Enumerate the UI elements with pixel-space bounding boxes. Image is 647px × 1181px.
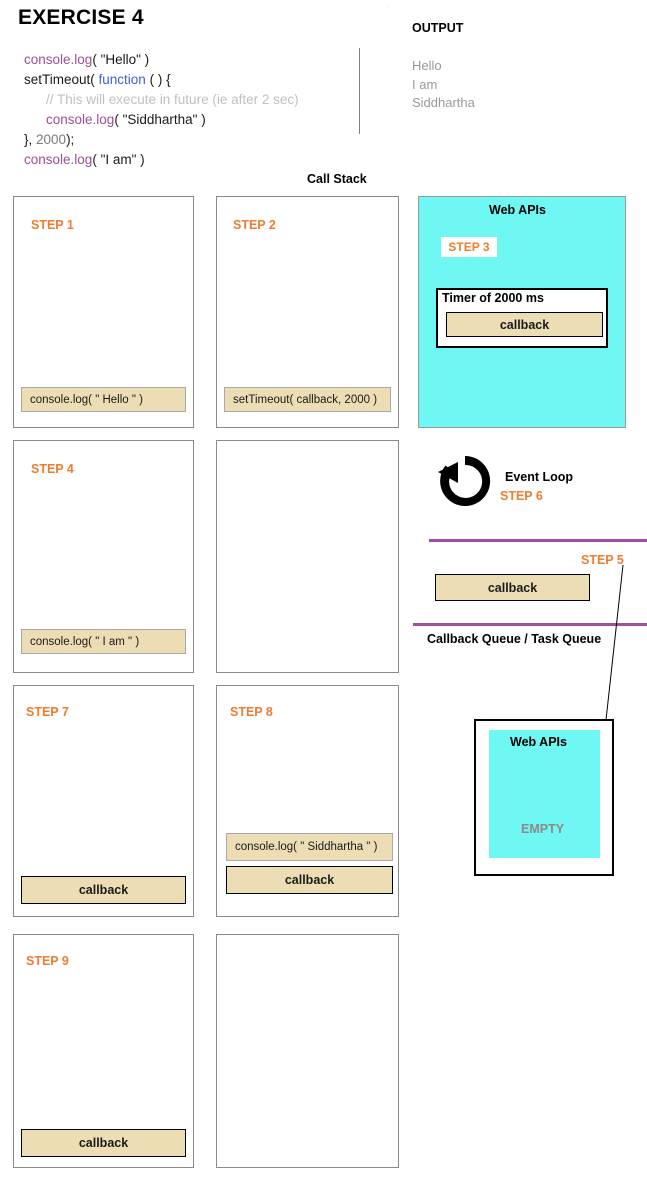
- code-token-comment: // This will execute in future (ie after…: [46, 92, 299, 107]
- code-token-args-3: ( "I am" ): [92, 152, 145, 167]
- code-token-args-2: ( "Siddhartha" ): [114, 112, 206, 127]
- call-stack-box-step-8: STEP 8 console.log( " Siddhartha " ) cal…: [216, 685, 399, 917]
- call-stack-box-step-1: STEP 1 console.log( " Hello " ): [13, 196, 194, 428]
- call-stack-heading: Call Stack: [307, 172, 367, 186]
- code-line-2: setTimeout( function ( ) {: [24, 70, 299, 90]
- stack-frame: console.log( " Siddhartha " ): [226, 833, 393, 861]
- code-token-args: ( "Hello" ): [92, 52, 150, 67]
- code-token-console-2: console: [46, 112, 93, 127]
- output-line: Hello: [412, 58, 442, 73]
- stack-frame: callback: [21, 876, 186, 904]
- call-stack-box-empty-a: [216, 440, 399, 673]
- code-line-3: // This will execute in future (ie after…: [24, 90, 299, 110]
- code-token-log-3: .log: [70, 152, 93, 167]
- web-apis-empty-fill: [489, 730, 600, 858]
- code-line-6: console.log( "I am" ): [24, 150, 299, 170]
- step-label-8: STEP 8: [230, 705, 273, 719]
- call-stack-box-step-9: STEP 9 callback: [13, 934, 194, 1168]
- vertical-divider: [359, 48, 360, 134]
- step-label-9: STEP 9: [26, 954, 69, 968]
- code-token-console: console: [24, 52, 71, 67]
- stack-frame: console.log( " I am " ): [21, 629, 186, 654]
- output-line: I am: [412, 76, 438, 92]
- queue-divider-top: [429, 539, 647, 542]
- stack-frame: console.log( " Hello " ): [21, 387, 186, 412]
- callback-queue-label: Callback Queue / Task Queue: [427, 632, 602, 646]
- queue-callback-item: callback: [435, 574, 590, 601]
- stack-frame: callback: [21, 1129, 186, 1157]
- step-label-4: STEP 4: [31, 462, 74, 476]
- code-token-function: function: [98, 72, 146, 87]
- code-token-semicolon: );: [66, 132, 75, 147]
- call-stack-box-empty-b: [216, 934, 399, 1168]
- output-heading: OUTPUT: [412, 21, 464, 35]
- timer-label: Timer of 2000 ms: [442, 291, 544, 305]
- step-label-2: STEP 2: [233, 218, 276, 232]
- page-title: EXERCISE 4: [18, 6, 144, 29]
- code-token-close: },: [24, 132, 37, 147]
- event-loop-label: Event Loop: [505, 470, 574, 484]
- call-stack-box-step-4: STEP 4 console.log( " I am " ): [13, 440, 194, 673]
- output-line: Siddhartha: [412, 95, 475, 110]
- call-stack-box-step-7: STEP 7 callback: [13, 685, 194, 917]
- step-label-7: STEP 7: [26, 705, 69, 719]
- output-list: Hello I am Siddhartha: [412, 57, 475, 113]
- step-label-1: STEP 1: [31, 218, 74, 232]
- call-stack-box-step-2: STEP 2 setTimeout( callback, 2000 ): [216, 196, 399, 428]
- timer-callback-frame: callback: [446, 312, 603, 337]
- code-snippet: console.log( "Hello" )setTimeout( functi…: [24, 50, 299, 170]
- step-label-6: STEP 6: [500, 489, 543, 503]
- stack-frame: callback: [226, 866, 393, 894]
- queue-divider-bottom: [413, 623, 647, 626]
- step-label-3: STEP 3: [441, 237, 497, 257]
- code-token-delay: 2000: [36, 132, 67, 147]
- code-token-settimeout: setTimeout(: [24, 72, 99, 87]
- web-apis-empty-status: EMPTY: [521, 822, 565, 836]
- code-token-log-2: .log: [92, 112, 115, 127]
- circular-arrow-icon: [432, 450, 498, 512]
- code-token-console-3: console: [24, 152, 71, 167]
- stack-frame: setTimeout( callback, 2000 ): [224, 387, 391, 412]
- code-token-log: .log: [70, 52, 93, 67]
- corner-mark: ·: [386, 4, 389, 11]
- code-line-4: console.log( "Siddhartha" ): [24, 110, 299, 130]
- web-apis-title: Web APIs: [489, 203, 546, 217]
- code-line-1: console.log( "Hello" ): [24, 50, 299, 70]
- step-label-5: STEP 5: [581, 553, 624, 567]
- code-line-5: }, 2000);: [24, 130, 299, 150]
- web-apis-empty-title: Web APIs: [510, 735, 567, 749]
- code-token-brace: ( ) {: [145, 72, 171, 87]
